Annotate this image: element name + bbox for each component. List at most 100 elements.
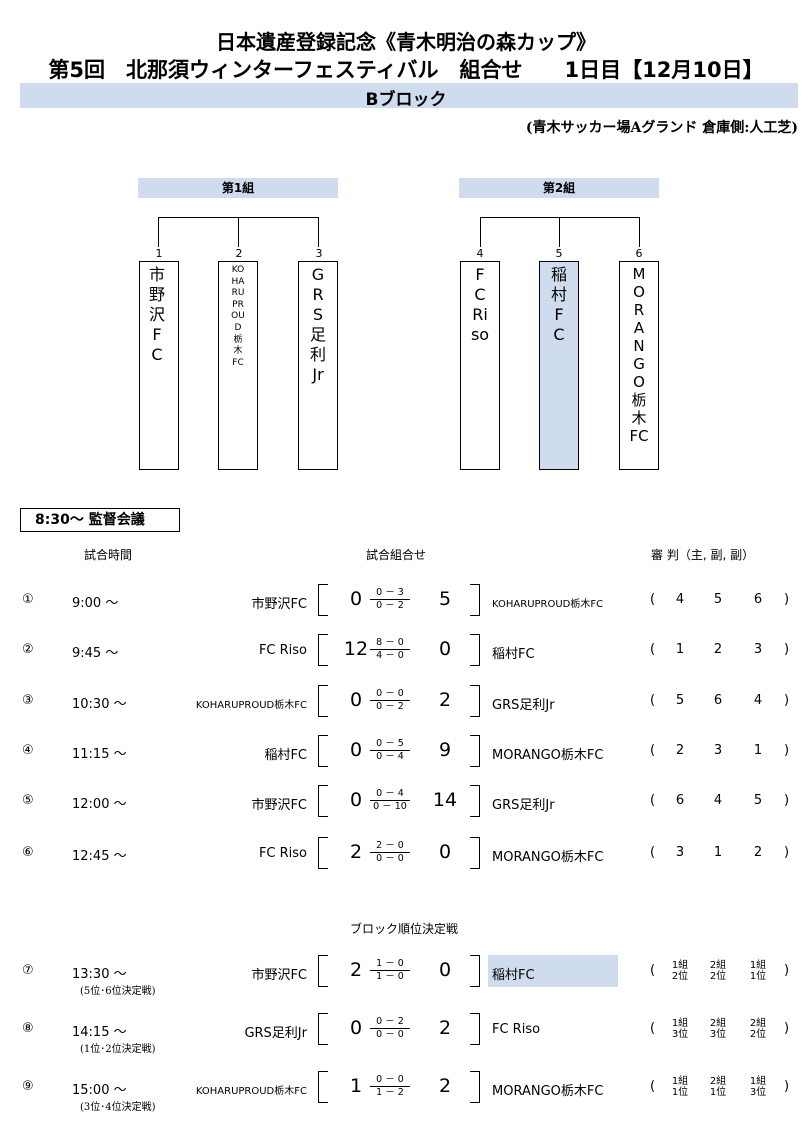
referee: 5 [753,793,763,808]
referee: 6 [753,592,763,607]
home-score: 0 [349,1017,363,1039]
match-time: 12:45 ～ [72,849,127,864]
away-team: 稲村FC [492,647,535,662]
referee: 1 [753,743,763,758]
score-bracket-right [470,1071,480,1103]
home-team: 稲村FC [264,748,307,763]
team-name-vertical: GRS足利Jr [309,265,326,384]
away-team: FC Riso [492,1022,541,1037]
away-team: GRS足利Jr [492,798,555,813]
title-line-1: 日本遺産登録記念《青木明治の森カップ》 [216,30,596,54]
team-number: 4 [476,247,484,260]
second-half: 1 － 0 [376,971,404,982]
match-note: (1位･2位決定戦) [80,1044,156,1055]
group-2-label: 第2組 [459,178,659,198]
referee: 6 [713,693,723,708]
second-half: 1 － 2 [376,1087,404,1098]
away-team: KOHARUPROUD栃木FC [492,599,604,610]
referee: 2 [753,845,763,860]
venue: (青木サッカー場Aグランド 倉庫側:人工芝) [525,120,798,136]
first-half: 0 － 3 [370,587,410,600]
team-number: 1 [155,247,163,260]
away-team: MORANGO栃木FC [492,850,604,865]
match-time: 12:00 ～ [72,797,127,812]
home-score: 0 [349,739,363,761]
referee-slot: 1位 [709,1087,727,1098]
paren-open: ( [650,592,656,607]
referee-slot: 1組 [749,960,767,971]
home-score: 2 [349,841,363,863]
referee: 4 [753,693,763,708]
group-1-label: 第1組 [138,178,338,198]
paren-open: ( [650,793,656,808]
score-bracket-right [470,584,480,616]
team-box [218,261,258,470]
away-team: GRS足利Jr [492,698,555,713]
match-number: ⑦ [22,963,34,978]
match-number: ① [22,592,34,607]
away-score: 0 [438,841,452,863]
paren-close: ) [784,743,790,758]
referee: 3 [753,642,763,657]
block-bar [20,83,798,108]
match-time: 14:15 ～ [72,1025,127,1040]
paren-close: ) [784,1021,790,1036]
referee-slot: 2組 [709,960,727,971]
bracket-line [238,217,239,247]
match-time: 10:30 ～ [72,697,127,712]
home-team: KOHARUPROUD栃木FC [195,1086,307,1097]
score-bracket-right [470,837,480,869]
first-half: 8 － 0 [370,637,410,650]
match-number: ④ [22,743,34,758]
team-box-highlight [539,261,579,470]
referee-slot: 2位 [749,1029,767,1040]
home-team: KOHARUPROUD栃木FC [195,700,307,711]
group-2-bracket [480,217,640,218]
home-score: 1 [349,1075,363,1097]
referee: 4 [675,592,685,607]
meeting-time: 8:30～ 監督会議 [20,508,180,532]
team-box [619,261,659,470]
referee-slot: 1組 [671,1018,689,1029]
second-half: 4 － 0 [376,650,404,661]
away-score: 14 [432,789,458,811]
score-bracket-left [318,955,328,987]
home-team: 市野沢FC [251,798,307,813]
bracket-line [559,217,560,247]
away-score: 2 [438,689,452,711]
team-number: 6 [635,247,643,260]
home-team: FC Riso [258,643,307,658]
team-box [139,261,179,470]
first-half: 0 － 4 [370,788,410,801]
score-bracket-left [318,1071,328,1103]
match-time: 11:15 ～ [72,747,127,762]
score-bracket-right [470,955,480,987]
paren-close: ) [784,642,790,657]
bracket-line [480,217,481,247]
away-score: 9 [438,739,452,761]
match-time: 9:00 ～ [72,596,119,611]
score-bracket-left [318,837,328,869]
bracket-line [639,217,640,247]
match-time: 9:45 ～ [72,646,119,661]
score-bracket-right [470,785,480,817]
referee: 5 [713,592,723,607]
first-half: 0 － 2 [370,1016,410,1029]
home-score: 0 [349,689,363,711]
block-label: Bブロック [365,90,447,110]
referee: 3 [675,845,685,860]
away-team: 稲村FC [492,968,535,983]
team-box [460,261,500,470]
first-half: 1 － 0 [370,958,410,971]
paren-open: ( [650,845,656,860]
team-name-vertical: KOHARUPROUD栃木FC [231,265,245,368]
referee: 4 [713,793,723,808]
bracket-line [158,217,159,247]
match-note: (3位･4位決定戦) [80,1102,156,1113]
